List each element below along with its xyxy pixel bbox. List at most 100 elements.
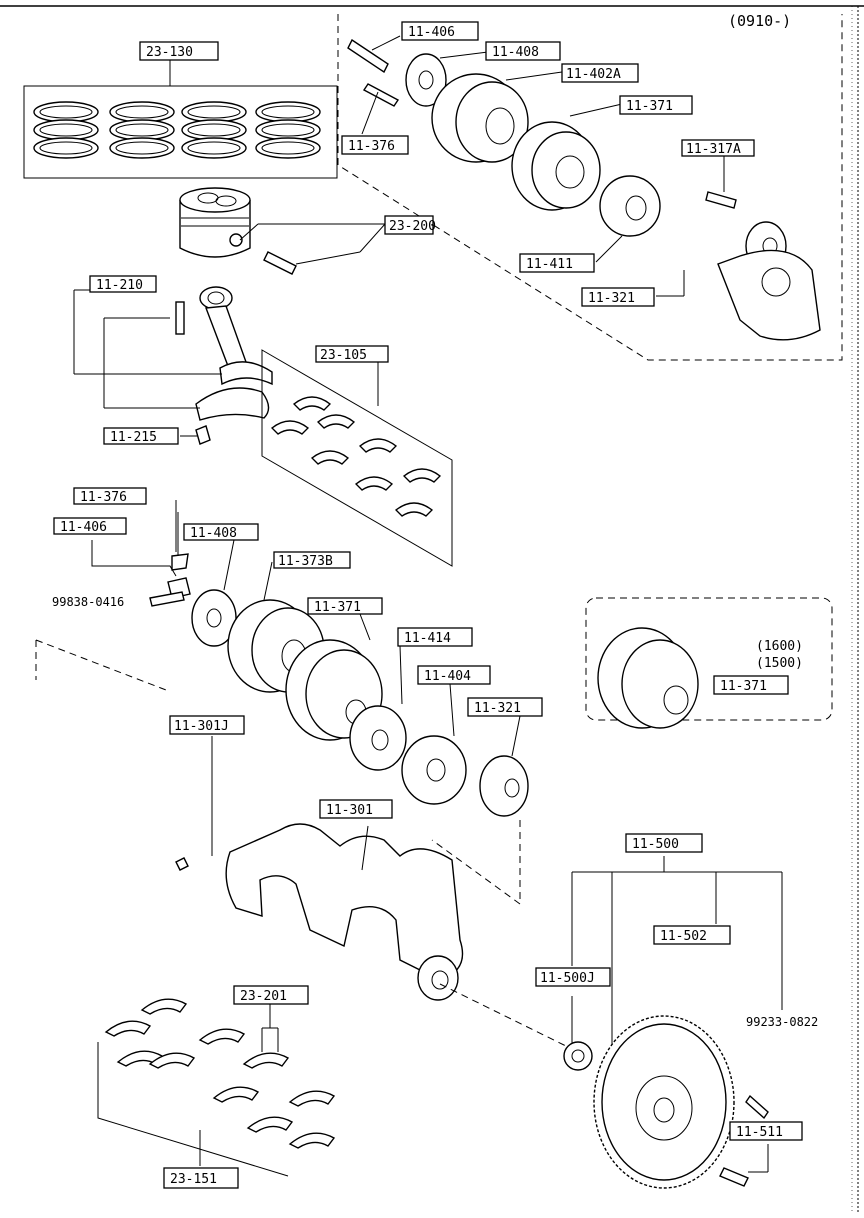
flywheel-ring-gear — [593, 1015, 735, 1189]
svg-text:11-210: 11-210 — [96, 278, 143, 293]
mid-gear — [479, 755, 529, 817]
svg-text:23-200: 23-200 — [389, 219, 436, 234]
svg-text:11-404: 11-404 — [424, 669, 471, 684]
ring-stack-1 — [33, 101, 99, 159]
label-inset-11-371: 11-371 — [713, 675, 789, 695]
svg-text:11-321: 11-321 — [474, 701, 521, 716]
top-pulley — [431, 73, 529, 163]
rod-nut — [195, 425, 211, 445]
inset-model-1500: (1500) — [756, 656, 803, 671]
svg-text:11-215: 11-215 — [110, 430, 157, 445]
label-top-11-408: 11-408 — [485, 41, 561, 61]
mid-small-bolt — [171, 553, 189, 571]
label-11-215: 11-215 — [103, 427, 179, 445]
piston-ring-set-group — [23, 58, 338, 179]
svg-text:11-376: 11-376 — [80, 490, 127, 505]
ring-stack-4 — [255, 101, 321, 159]
label-11-511: 11-511 — [729, 1121, 803, 1141]
bearing-shell-2 — [310, 414, 356, 465]
main-shell-5 — [288, 1090, 336, 1149]
ring-stack-2 — [109, 101, 175, 159]
rod-bolt — [175, 301, 185, 335]
label-top-11-402A: 11-402A — [561, 63, 639, 83]
label-top-11-411: 11-411 — [519, 253, 595, 273]
svg-text:11-414: 11-414 — [404, 631, 451, 646]
label-mid-11-406: 11-406 — [53, 517, 127, 535]
model-code: (0910-) — [728, 12, 791, 30]
inset-variant-box — [585, 597, 833, 729]
mid-long-bolt — [149, 591, 185, 607]
svg-text:11-406: 11-406 — [408, 25, 455, 40]
label-11-502: 11-502 — [653, 925, 731, 945]
top-crank-end — [717, 249, 821, 341]
label-top-11-376: 11-376 — [341, 135, 409, 155]
svg-text:11-376: 11-376 — [348, 139, 395, 154]
label-mid-11-408: 11-408 — [183, 523, 259, 541]
svg-text:11-502: 11-502 — [660, 929, 707, 944]
mid-plate-b — [401, 735, 467, 805]
svg-text:11-500J: 11-500J — [540, 971, 595, 986]
crankshaft — [175, 736, 464, 1001]
label-11-500J: 11-500J — [535, 967, 611, 987]
svg-text:23-105: 23-105 — [320, 348, 367, 363]
svg-text:11-317A: 11-317A — [686, 142, 741, 157]
top-washer — [405, 53, 447, 107]
label-mid-11-404: 11-404 — [417, 665, 491, 685]
label-11-301J: 11-301J — [169, 715, 245, 735]
label-top-11-406: 11-406 — [401, 21, 479, 41]
label-11-210: 11-210 — [89, 275, 157, 293]
svg-text:11-373B: 11-373B — [278, 554, 333, 569]
svg-text:11-511: 11-511 — [736, 1125, 783, 1140]
label-23-151: 23-151 — [163, 1167, 239, 1189]
svg-text:11-402A: 11-402A — [566, 67, 621, 82]
part-number-99233-0822: 99233-0822 — [746, 1015, 818, 1029]
top-key — [705, 191, 737, 209]
svg-text:11-371: 11-371 — [314, 600, 361, 615]
svg-text:11-408: 11-408 — [190, 526, 237, 541]
main-shell-2 — [140, 998, 196, 1069]
connecting-rod — [73, 286, 273, 445]
label-mid-11-373B: 11-373B — [273, 551, 351, 569]
flywheel-bolt — [719, 1167, 749, 1187]
label-top-11-371: 11-371 — [619, 95, 693, 115]
bearing-shell-1 — [270, 396, 332, 435]
flywheel-group — [439, 856, 783, 1189]
top-small-bolt — [362, 83, 400, 107]
svg-text:11-301J: 11-301J — [174, 719, 229, 734]
mid-plate-a — [349, 705, 407, 771]
part-number-99838-0416: 99838-0416 — [52, 595, 124, 609]
bearing-shell-4 — [394, 468, 442, 517]
label-mid-11-376: 11-376 — [73, 487, 147, 505]
svg-text:11-408: 11-408 — [492, 45, 539, 60]
main-shell-thrust — [242, 1052, 294, 1133]
svg-text:23-130: 23-130 — [146, 45, 193, 60]
top-damper — [511, 121, 601, 211]
label-top-11-321: 11-321 — [581, 287, 655, 307]
conrod-bearing-panel — [261, 349, 453, 567]
svg-text:11-371: 11-371 — [626, 99, 673, 114]
label-23-201: 23-201 — [233, 985, 309, 1005]
label-top-11-317A: 11-317A — [681, 139, 755, 157]
ring-stack-3 — [181, 101, 247, 159]
top-pulley-group — [337, 14, 843, 361]
svg-text:11-371: 11-371 — [720, 679, 767, 694]
label-mid-11-414: 11-414 — [397, 627, 473, 647]
piston-pin — [263, 251, 297, 275]
label-23-130: 23-130 — [139, 41, 219, 61]
label-23-200: 23-200 — [384, 215, 436, 235]
dowel-pin — [745, 1094, 769, 1120]
main-bearing-set — [97, 998, 336, 1177]
main-shell-1 — [104, 1020, 164, 1067]
svg-text:11-301: 11-301 — [326, 803, 373, 818]
top-bolt — [347, 38, 389, 74]
main-shell-3 — [198, 1028, 260, 1103]
label-11-301: 11-301 — [319, 799, 393, 819]
svg-text:11-500: 11-500 — [632, 837, 679, 852]
pilot-bearing — [563, 1041, 593, 1071]
label-11-500: 11-500 — [625, 833, 703, 853]
svg-text:23-151: 23-151 — [170, 1172, 217, 1187]
rod-cap — [195, 387, 270, 421]
label-23-105: 23-105 — [315, 345, 389, 363]
